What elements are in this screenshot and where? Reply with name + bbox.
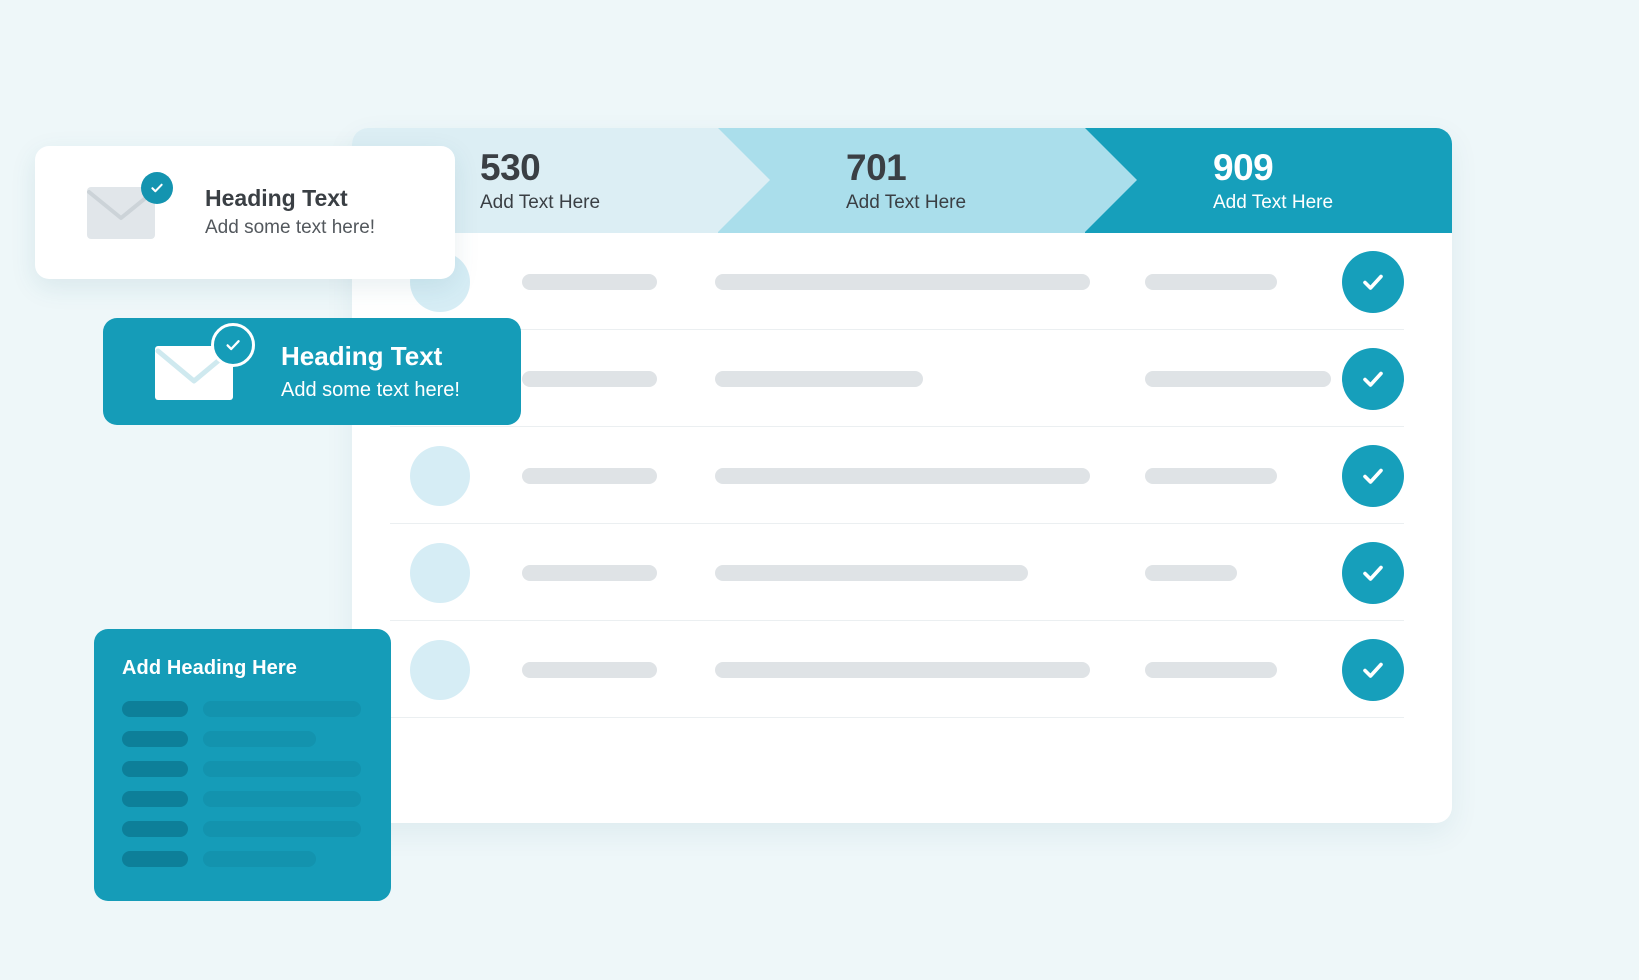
teal-card-text: Heading Text Add some text here! [281,341,460,401]
list-item-bar [203,731,316,747]
white-card-subtitle: Add some text here! [205,217,376,239]
placeholder-bar [1145,467,1277,484]
placeholder-bar [522,273,657,290]
placeholder-bar [715,661,1090,678]
stepper-header: 530 Add Text Here 701 Add Text Here 909 … [352,128,1452,233]
list-item-bar [203,761,361,777]
teal-card-subtitle: Add some text here! [281,378,460,401]
placeholder-bar [1145,564,1237,581]
check-icon [1357,266,1389,298]
list-item-bar [203,791,361,807]
stepper-step-1-number: 530 [480,147,541,188]
white-card-title: Heading Text [205,184,348,211]
check-icon [1357,557,1389,589]
check-circle-button[interactable] [1342,444,1404,507]
list-item-chip [122,791,188,807]
placeholder-bar [715,273,1090,290]
avatar [410,639,470,700]
check-icon [1357,363,1389,395]
check-circle-button[interactable] [1342,347,1404,410]
stepper-step-1-label: Add Text Here [480,192,601,213]
stepper-step-3-number: 909 [1213,147,1274,188]
table-row[interactable] [352,524,1452,621]
list-item [122,701,361,717]
main-panel: 530 Add Text Here 701 Add Text Here 909 … [352,128,1452,823]
avatar [410,445,470,506]
white-info-card[interactable]: Heading Text Add some text here! [35,146,455,279]
list-item [122,761,361,777]
list-item-chip [122,701,188,717]
list-item [122,851,361,867]
teal-list-card-title: Add Heading Here [122,657,297,679]
list-item-bar [203,821,361,837]
check-icon [1357,460,1389,492]
placeholder-bar [715,370,923,387]
check-badge-icon [141,171,173,204]
check-badge-icon [211,322,255,367]
stepper-step-2[interactable]: 701 Add Text Here [718,128,1137,233]
placeholder-bar [1145,273,1277,290]
check-circle-button[interactable] [1342,638,1404,701]
list-item-chip [122,731,188,747]
table-row[interactable] [352,427,1452,524]
list-item [122,731,361,747]
list-item-chip [122,821,188,837]
stepper-arrow-2-icon [1085,128,1137,232]
placeholder-bar [1145,370,1331,387]
list-item-chip [122,761,188,777]
placeholder-bar [522,467,657,484]
placeholder-bar [522,370,657,387]
table-row[interactable] [352,621,1452,718]
placeholder-bar [1145,661,1277,678]
teal-info-card[interactable]: Heading Text Add some text here! [103,318,521,425]
teal-card-title: Heading Text [281,341,443,372]
envelope-check-icon [155,322,255,402]
check-circle-button[interactable] [1342,541,1404,604]
placeholder-bar [522,564,657,581]
list-item [122,821,361,837]
placeholder-bar [522,661,657,678]
list-item-bar [203,851,316,867]
table-rows [352,233,1452,718]
stepper-step-3[interactable]: 909 Add Text Here [1085,128,1452,233]
teal-list-card[interactable]: Add Heading Here [94,629,391,901]
stepper-step-3-label: Add Text Here [1213,192,1334,213]
stepper-step-2-number: 701 [846,147,907,188]
table-row[interactable] [352,233,1452,330]
white-card-text: Heading Text Add some text here! [205,185,375,240]
placeholder-bar [715,467,1090,484]
stepper-step-2-label: Add Text Here [846,192,967,213]
check-circle-button[interactable] [1342,250,1404,313]
list-item-bar [203,701,361,717]
list-item [122,791,361,807]
list-item-chip [122,851,188,867]
check-icon [1357,654,1389,686]
avatar [410,542,470,603]
stepper-arrow-1-icon [718,128,770,232]
placeholder-bar [715,564,1028,581]
envelope-check-icon [87,171,173,241]
